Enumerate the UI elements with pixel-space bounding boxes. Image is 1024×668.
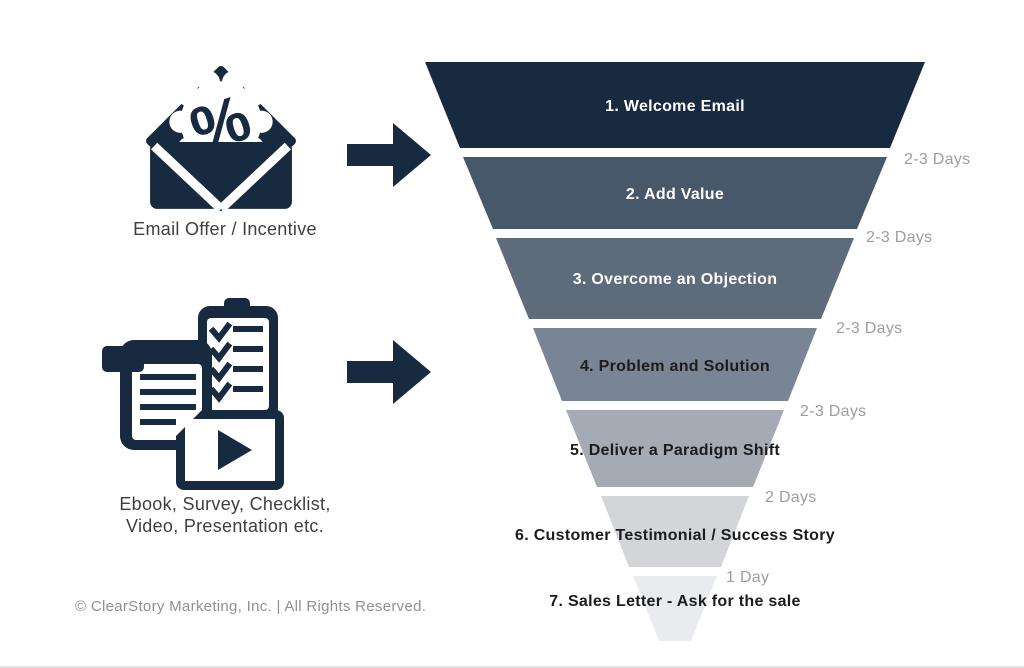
funnel-stage-1 [425,62,925,148]
lead-magnets-label-line2: Video, Presentation etc. [126,516,324,536]
email-offer-icon: % [145,65,297,217]
lead-magnets-label-line1: Ebook, Survey, Checklist, [119,494,331,514]
lead-magnets-label: Ebook, Survey, Checklist, Video, Present… [100,493,350,537]
funnel-stage-3 [496,238,854,319]
funnel-stage-label-2: 2. Add Value [626,186,724,203]
interval-label-2: 2-3 Days [866,229,932,246]
funnel-stage-7 [633,576,717,641]
funnel-stage-label-5: 5. Deliver a Paradigm Shift [570,442,780,459]
funnel-stage-label-1: 1. Welcome Email [605,98,745,115]
funnel-stage-2 [463,157,887,229]
funnel-stage-label-3: 3. Overcome an Objection [573,271,778,288]
funnel-stage-label-4: 4. Problem and Solution [580,358,770,375]
interval-label-3: 2-3 Days [836,320,902,337]
play-icon [218,430,252,470]
checklist-clipboard-icon [198,298,278,420]
interval-label-6: 1 Day [726,569,769,586]
funnel-stage-4 [533,328,817,401]
video-player-icon [176,410,284,490]
email-offer-label: Email Offer / Incentive [133,219,317,239]
envelope-body [150,142,292,209]
envelope-fold-line [217,142,292,213]
envelope-fold-line [150,142,225,213]
funnel-stage-6 [601,496,749,567]
interval-label-4: 2-3 Days [800,403,866,420]
arrow-right-icon [347,123,431,187]
funnel-stage-5 [566,410,784,487]
interval-label-5: 2 Days [765,489,817,506]
funnel-stage-label-6: 6. Customer Testimonial / Success Story [515,527,835,544]
arrow-right-icon [347,340,431,404]
lead-magnets-icon [100,290,295,495]
funnel-stage-label-7: 7. Sales Letter - Ask for the sale [549,593,800,610]
copyright-text: © ClearStory Marketing, Inc. | All Right… [75,598,427,615]
interval-label-1: 2-3 Days [904,151,970,168]
